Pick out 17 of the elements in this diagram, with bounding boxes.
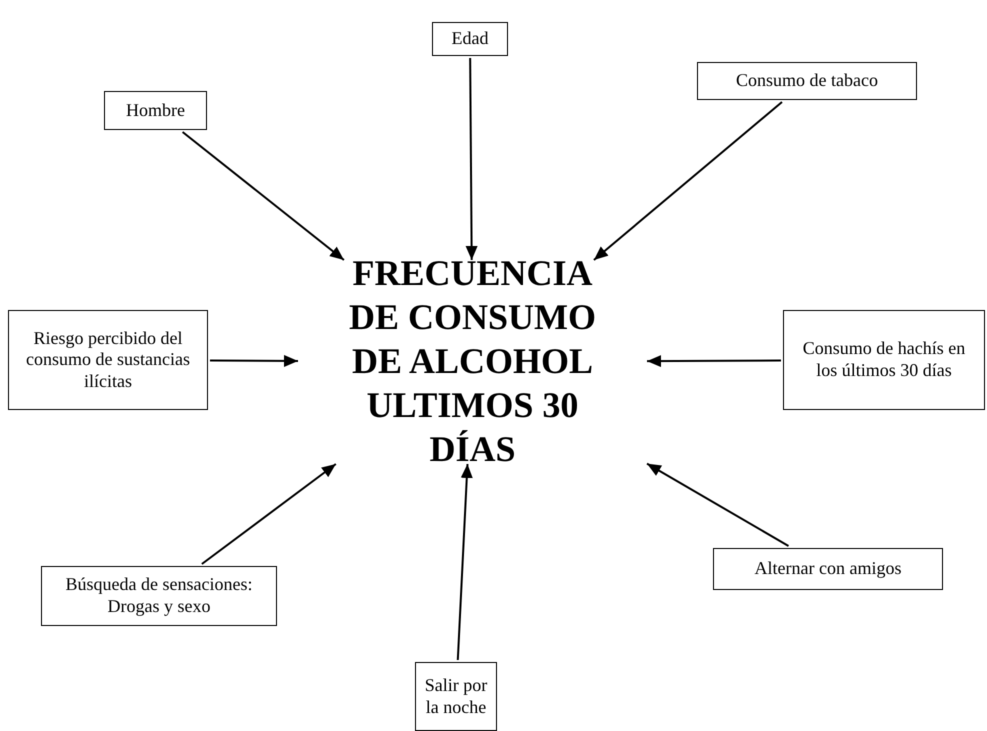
text-box: Consumo de tabaco — [697, 62, 917, 100]
text-box: Búsqueda de sensaciones: Drogas y sexo — [41, 566, 277, 626]
text-box: Consumo de hachís en los últimos 30 días — [783, 310, 985, 410]
text-box: Edad — [432, 22, 508, 56]
arrow — [456, 464, 473, 660]
text-box: Riesgo percibido del consumo de sustancias ilícitas — [8, 310, 208, 410]
arrow — [201, 463, 336, 565]
text-box: Salir por la noche — [415, 662, 497, 731]
text-box: Alternar con amigos — [713, 548, 943, 590]
title-text: FRECUENCIA DE CONSUMO DE ALCOHOL ULTIMOS 30 DÍAS — [300, 262, 645, 462]
arrow — [593, 101, 783, 261]
arrow — [646, 462, 789, 547]
text-box: Hombre — [104, 91, 207, 130]
arrow — [210, 354, 298, 367]
arrow — [466, 58, 478, 260]
arrow — [647, 355, 781, 368]
arrow — [182, 131, 345, 261]
